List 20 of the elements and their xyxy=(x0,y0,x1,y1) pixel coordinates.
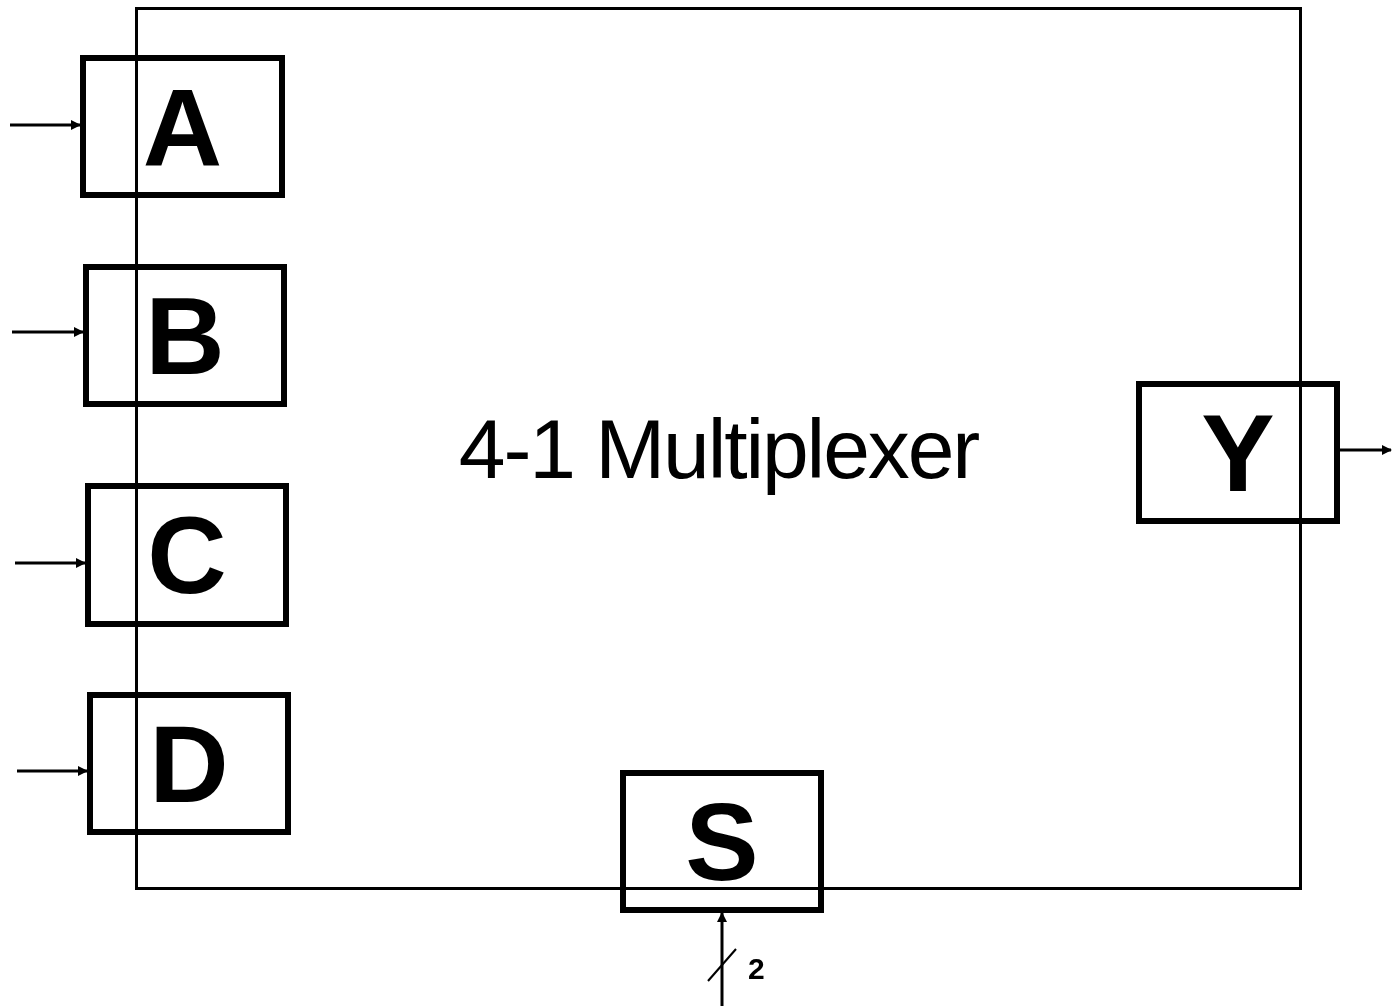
arrow xyxy=(17,766,88,776)
port-box xyxy=(620,770,824,913)
arrow xyxy=(717,912,727,1006)
port-letter: D xyxy=(149,708,229,819)
arrow xyxy=(15,558,86,568)
port-letter: S xyxy=(685,786,759,897)
arrow xyxy=(12,327,84,337)
port-box xyxy=(85,483,289,627)
port-letter: Y xyxy=(1201,397,1275,508)
port-box xyxy=(80,55,285,198)
arrow xyxy=(10,120,81,130)
port-box xyxy=(87,692,291,835)
port-letter: C xyxy=(147,500,227,610)
port-box xyxy=(1136,381,1340,524)
block-outline xyxy=(135,7,1302,890)
port-box xyxy=(83,264,287,407)
port-letter: A xyxy=(142,71,223,182)
edge-label: 2 xyxy=(748,954,765,984)
port-letter: B xyxy=(145,280,225,391)
arrow xyxy=(1340,445,1392,455)
